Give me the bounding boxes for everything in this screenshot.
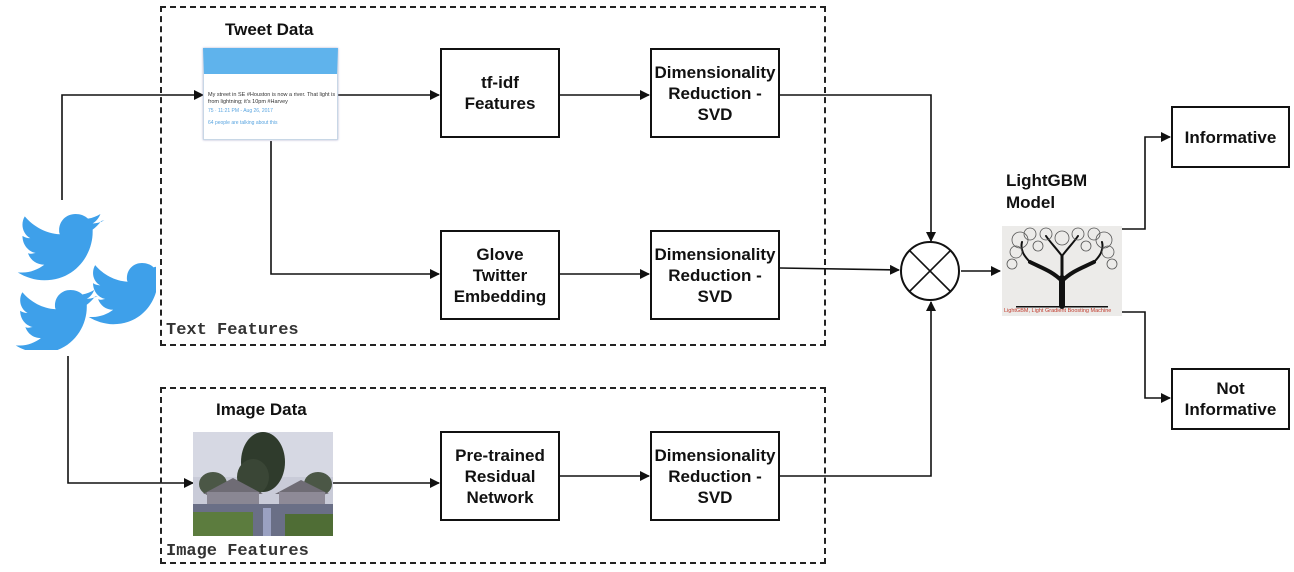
text-features-label: Text Features xyxy=(166,321,299,340)
image-features-label: Image Features xyxy=(166,542,309,561)
arrow-svd2-to-combiner xyxy=(779,264,900,275)
fractal-tree-image xyxy=(1002,226,1122,316)
arrow-tweet-to-glove xyxy=(270,141,440,279)
tweet-card-image xyxy=(203,48,338,140)
arrow-birds-to-tweet xyxy=(61,90,204,200)
arrow-model-to-informative xyxy=(1122,132,1171,230)
tweet-data-title: Tweet Data xyxy=(225,20,314,39)
text-features-group xyxy=(160,6,826,346)
arrow-birds-to-image xyxy=(67,356,194,488)
flood-photo xyxy=(193,432,333,536)
arrow-model-to-not-informative xyxy=(1122,311,1171,403)
tweet-meta: 75 · 11:21 PM - Aug 26, 2017 xyxy=(208,108,273,114)
image-features-group xyxy=(160,387,826,564)
arrow-svd1-to-combiner xyxy=(780,94,936,242)
combiner-node xyxy=(900,241,960,301)
image-data-title: Image Data xyxy=(216,400,307,419)
tweet-text: My street in SE #Houston is now a river.… xyxy=(208,92,336,105)
arrow-svd3-to-combiner xyxy=(780,301,936,477)
lightgbm-caption: LightGBM, Light Gradient Boosting Machin… xyxy=(1004,308,1112,314)
twitter-birds-icon xyxy=(15,214,156,350)
informative-output-node: Informative xyxy=(1171,106,1290,168)
tweet-talk: 64 people are talking about this xyxy=(208,120,278,126)
